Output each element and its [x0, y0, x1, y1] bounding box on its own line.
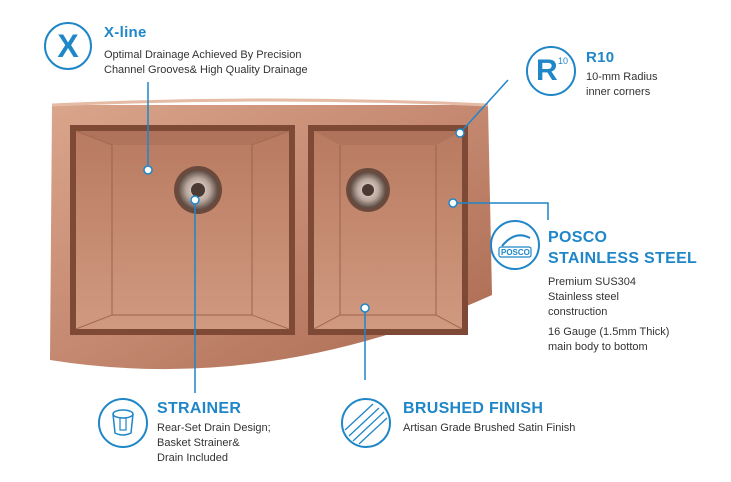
strainer-desc-line-1: Rear-Set Drain Design;: [157, 422, 271, 434]
basket-strainer-icon: [98, 398, 148, 448]
strainer-desc-line-3: Drain Included: [157, 452, 228, 464]
posco-logo-icon: POSCO: [490, 220, 540, 270]
x-letter-icon: X: [44, 22, 92, 70]
posco-title-line-2: STAINLESS STEEL: [548, 250, 698, 267]
brushed-desc-line-1: Artisan Grade Brushed Satin Finish: [403, 422, 576, 434]
brushed-texture-icon: [341, 398, 391, 448]
strainer-title: STRAINER: [157, 400, 242, 417]
posco-desc-line-3: construction: [548, 306, 608, 318]
r10-title: R10: [586, 49, 615, 66]
r10-desc-line-1: 10-mm Radius: [586, 71, 658, 83]
xline-title: X-line: [104, 24, 147, 41]
posco-title-line-1: POSCO: [548, 229, 608, 246]
posco-gauge-line-1: 16 Gauge (1.5mm Thick): [548, 326, 670, 338]
xline-desc-line-2: Channel Grooves& High Quality Drainage: [104, 64, 308, 76]
posco-gauge-line-2: main body to bottom: [548, 341, 648, 353]
sink-image: [40, 95, 500, 385]
brushed-title: BRUSHED FINISH: [403, 400, 544, 417]
r10-radius-icon: R 10: [526, 46, 576, 96]
posco-desc-line-1: Premium SUS304: [548, 276, 637, 288]
strainer-desc-line-2: Basket Strainer&: [157, 437, 240, 449]
xline-desc-line-1: Optimal Drainage Achieved By Precision: [104, 49, 302, 61]
posco-desc-line-2: Stainless steel: [548, 291, 619, 303]
r10-desc-line-2: inner corners: [586, 86, 651, 98]
